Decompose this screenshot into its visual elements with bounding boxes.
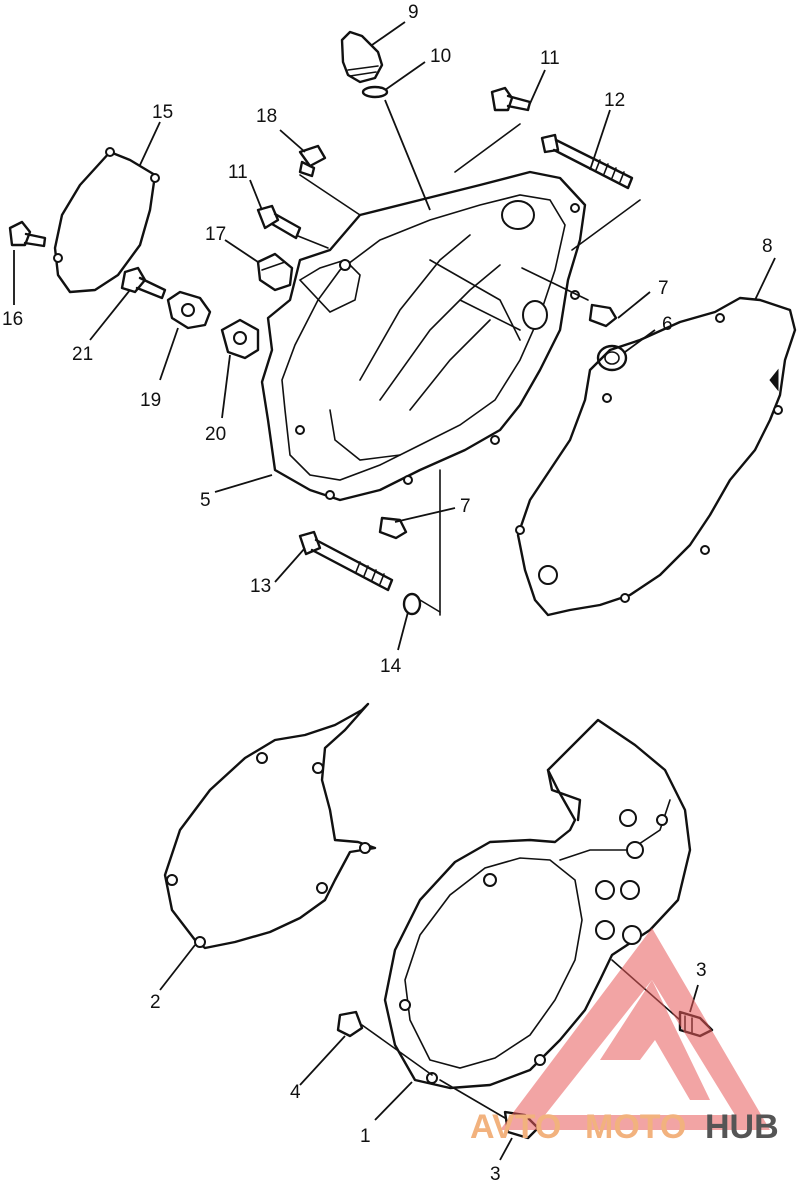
callout-12: 12 bbox=[604, 90, 625, 111]
alignment-lines bbox=[297, 123, 641, 616]
callout-15: 15 bbox=[152, 102, 173, 123]
callout-6: 6 bbox=[662, 314, 673, 335]
callout-4: 4 bbox=[290, 1082, 301, 1103]
callout-3-upper: 3 bbox=[696, 960, 707, 981]
callout-5: 5 bbox=[200, 490, 211, 511]
watermark-avto-text: AVTO bbox=[470, 1108, 561, 1146]
dowel-4 bbox=[336, 1010, 364, 1038]
part-17 bbox=[256, 252, 294, 292]
bolt-21 bbox=[120, 266, 167, 300]
callout-7-upper: 7 bbox=[658, 278, 669, 299]
crankcase-cover-5 bbox=[260, 170, 587, 502]
washer-14 bbox=[402, 592, 422, 616]
bolt-16 bbox=[8, 220, 47, 248]
oil-cap-9 bbox=[340, 30, 384, 84]
watermark-hub-text: HUB bbox=[705, 1108, 779, 1146]
callout-16: 16 bbox=[2, 309, 23, 330]
plug-18 bbox=[298, 144, 327, 178]
callout-11-right: 11 bbox=[540, 48, 560, 69]
callout-2: 2 bbox=[150, 992, 161, 1013]
callout-17: 17 bbox=[205, 224, 226, 245]
part-19 bbox=[166, 290, 212, 330]
callout-3-lower: 3 bbox=[490, 1164, 501, 1185]
dowel-7-upper bbox=[588, 303, 618, 328]
o-ring-10 bbox=[361, 85, 389, 99]
callout-13: 13 bbox=[250, 576, 271, 597]
gasket-8 bbox=[515, 296, 797, 617]
callout-18: 18 bbox=[256, 106, 277, 127]
bolt-11-right bbox=[490, 86, 532, 112]
leader-lines-upper bbox=[13, 21, 776, 651]
watermark-logo bbox=[500, 928, 770, 1130]
cover-1 bbox=[383, 718, 692, 1090]
callout-21: 21 bbox=[72, 344, 93, 365]
bolt-13 bbox=[298, 530, 394, 592]
callout-8: 8 bbox=[762, 236, 773, 257]
gasket-2 bbox=[163, 702, 377, 950]
callout-20: 20 bbox=[205, 424, 226, 445]
callout-1: 1 bbox=[360, 1126, 371, 1147]
bolt-11-left bbox=[256, 204, 302, 240]
callout-19: 19 bbox=[140, 390, 161, 411]
dowel-7-lower bbox=[378, 516, 408, 540]
gasket-20 bbox=[220, 318, 260, 360]
callout-9: 9 bbox=[408, 2, 419, 23]
seal-6 bbox=[596, 344, 628, 372]
callout-14: 14 bbox=[380, 656, 402, 677]
callout-7-lower: 7 bbox=[460, 496, 471, 517]
watermark-moto-text: MOTO bbox=[585, 1108, 686, 1146]
callout-11-left: 11 bbox=[228, 162, 248, 183]
gasket-15 bbox=[53, 147, 160, 294]
bolt-12 bbox=[540, 133, 634, 190]
callout-10: 10 bbox=[430, 46, 451, 67]
